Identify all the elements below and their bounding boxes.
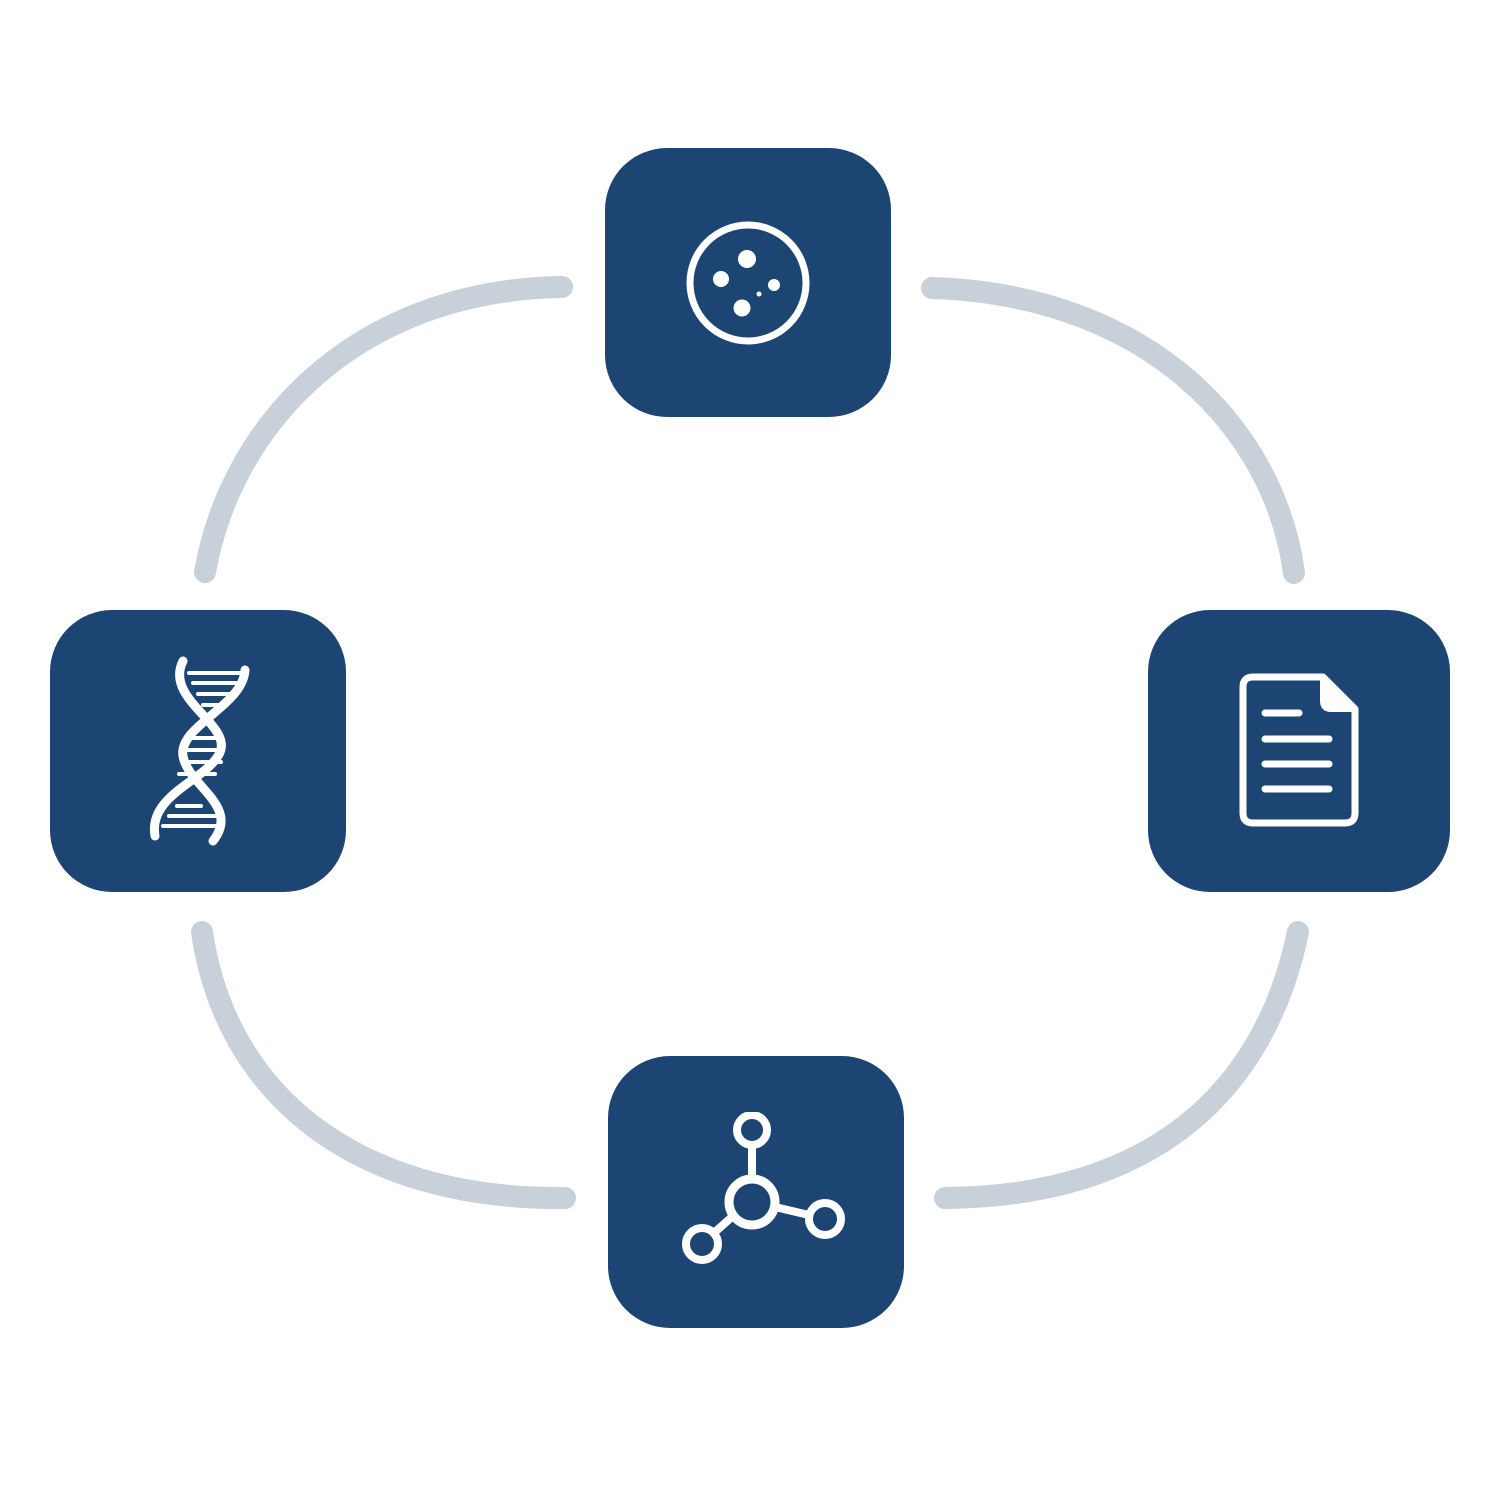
- molecule-icon: [666, 1112, 846, 1272]
- dna-icon: [143, 656, 253, 846]
- node-petri-dish[interactable]: [605, 148, 891, 417]
- node-document[interactable]: [1148, 610, 1450, 892]
- document-icon: [1237, 673, 1361, 829]
- connector-bottom-left: [191, 921, 576, 1210]
- petri-dish-icon: [683, 218, 813, 348]
- connector-right-bottom: [934, 921, 1309, 1209]
- node-molecule[interactable]: [608, 1056, 904, 1328]
- connector-left-top: [194, 276, 573, 583]
- node-dna[interactable]: [50, 610, 346, 892]
- connector-top-right: [921, 277, 1305, 584]
